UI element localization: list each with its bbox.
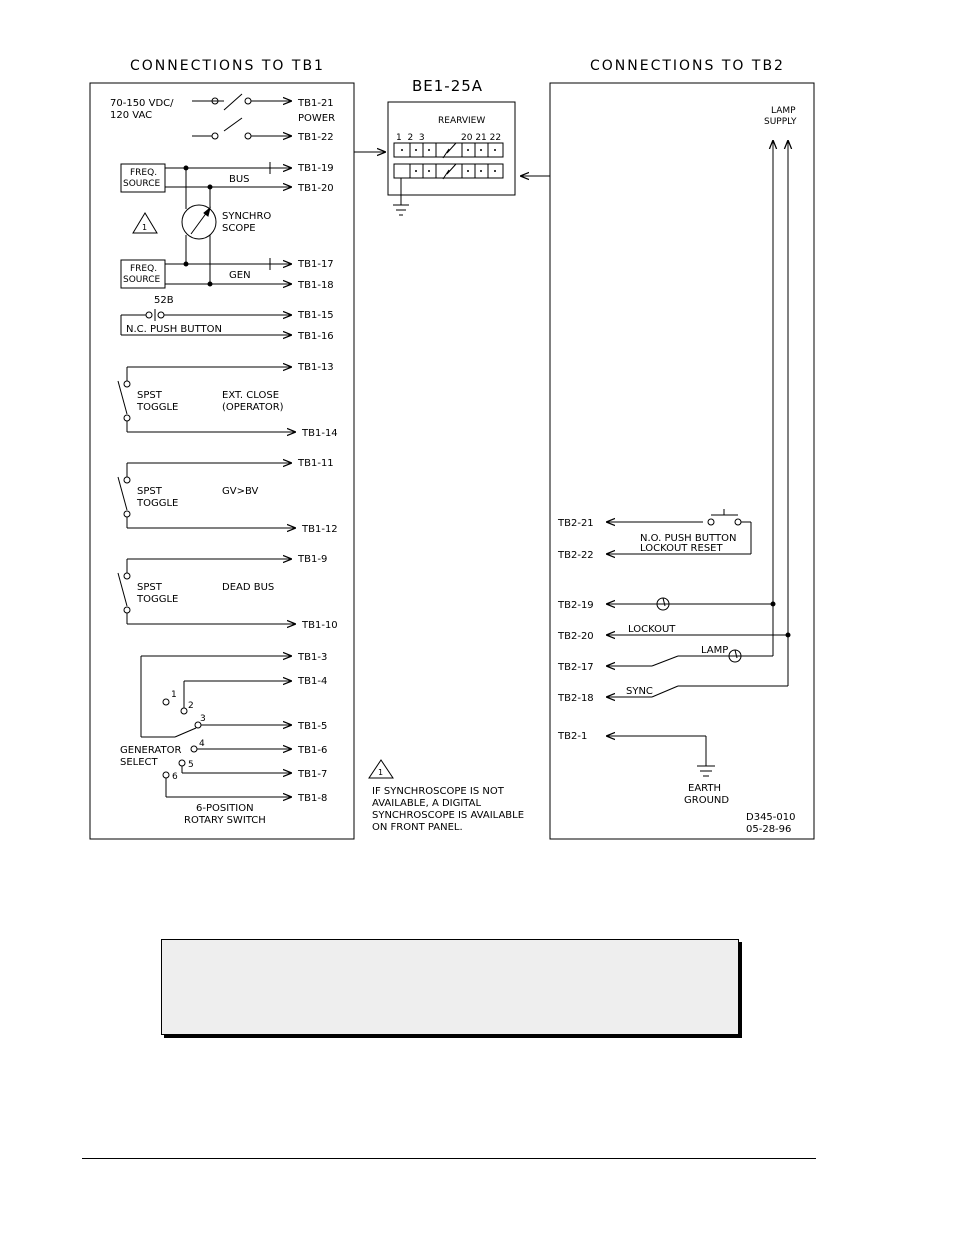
tb1-panel (89, 82, 355, 840)
terminal-tb1-16: TB1-16 (297, 331, 334, 342)
lamp-label: LAMP (701, 645, 728, 656)
terminal-tb2-19: TB2-19 (557, 600, 594, 611)
terminal-tb1-3: TB1-3 (297, 652, 327, 663)
power-label-2: 120 VAC (110, 110, 152, 121)
note-line-4: ON FRONT PANEL. (372, 822, 463, 833)
terminal-tb1-20: TB1-20 (297, 183, 334, 194)
terminal-tb1-22: TB1-22 (297, 132, 334, 143)
terminal-tb1-5: TB1-5 (297, 721, 327, 732)
terminal-tb1-10: TB1-10 (301, 620, 338, 631)
relay-rear-view (387, 101, 516, 196)
spst-3-label: SPST (137, 582, 163, 593)
lamp-supply-label-2: SUPPLY (764, 117, 797, 127)
no-push-button-label-1: N.O. PUSH BUTTON (640, 533, 736, 544)
drawing-number: D345-010 (746, 812, 795, 823)
no-push-button-label-2: LOCKOUT RESET (640, 543, 723, 554)
synchro-label-1: SYNCHRO (222, 211, 271, 222)
rotary-switch-label-1: 6-POSITION (196, 803, 254, 814)
rotary-switch-label-2: ROTARY SWITCH (184, 815, 266, 826)
note-line-3: SYNCHROSCOPE IS AVAILABLE (372, 810, 524, 821)
rotary-pos-6: 6 (172, 772, 178, 782)
terminal-tb1-19: TB1-19 (297, 163, 334, 174)
toggle-3-label: TOGGLE (136, 594, 178, 605)
gvbv-label: GV>BV (222, 486, 259, 497)
pin-numbers-right: 20 21 22 (461, 133, 501, 143)
ext-close-label-2: (OPERATOR) (222, 402, 284, 413)
freq-source-bus-label-2: SOURCE (123, 179, 160, 189)
generator-select-label-2: SELECT (120, 757, 159, 768)
rotary-pos-1: 1 (171, 690, 177, 700)
note-triangle-right (368, 759, 394, 779)
note-line-2: AVAILABLE, A DIGITAL (372, 798, 481, 809)
terminal-tb1-9: TB1-9 (297, 554, 327, 565)
terminal-tb1-14: TB1-14 (301, 428, 338, 439)
power-text: POWER (298, 113, 335, 124)
nc-push-button-label: N.C. PUSH BUTTON (126, 324, 222, 335)
pin-numbers-left: 1 2 3 (396, 133, 425, 143)
freq-source-gen-label-1: FREQ. (130, 264, 157, 274)
lamp-supply-label-1: LAMP (771, 106, 796, 116)
terminal-tb1-4: TB1-4 (297, 676, 327, 687)
relay-pin-dots (401, 149, 496, 172)
dead-bus-label: DEAD BUS (222, 582, 274, 593)
terminal-tb2-18: TB2-18 (557, 693, 594, 704)
note-triangle-left (132, 212, 158, 234)
rearview-label: REARVIEW (438, 116, 485, 126)
terminal-tb1-17: TB1-17 (297, 259, 334, 270)
terminal-tb1-12: TB1-12 (301, 524, 338, 535)
toggle-1-label: TOGGLE (136, 402, 178, 413)
note-mark-right: 1 (378, 768, 383, 777)
gray-note-box (161, 939, 739, 1035)
freq-source-bus-label-1: FREQ. (130, 168, 157, 178)
52b-label: 52B (154, 295, 174, 306)
terminal-tb1-21: TB1-21 (297, 98, 334, 109)
earth-ground-label-2: GROUND (684, 795, 729, 806)
toggle-2-label: TOGGLE (136, 498, 178, 509)
spst-1-label: SPST (137, 390, 163, 401)
tb2-title: CONNECTIONS TO TB2 (590, 58, 785, 74)
terminal-tb1-18: TB1-18 (297, 280, 334, 291)
spst-2-label: SPST (137, 486, 163, 497)
gen-label: GEN (229, 270, 251, 281)
terminal-tb1-11: TB1-11 (297, 458, 334, 469)
terminal-tb1-7: TB1-7 (297, 769, 327, 780)
relay-title: BE1-25A (412, 77, 483, 95)
lockout-label: LOCKOUT (628, 624, 676, 635)
terminal-tb2-17: TB2-17 (557, 662, 594, 673)
generator-select-label-1: GENERATOR (120, 745, 181, 756)
power-label-1: 70-150 VDC/ (110, 98, 174, 109)
note-line-1: IF SYNCHROSCOPE IS NOT (372, 786, 505, 797)
drawing-date: 05-28-96 (746, 824, 791, 835)
earth-ground-label-1: EARTH (688, 783, 721, 794)
freq-source-bus-box (120, 163, 166, 193)
tb2-panel (549, 82, 815, 840)
terminal-tb2-21: TB2-21 (557, 518, 594, 529)
ext-close-label-1: EXT. CLOSE (222, 390, 279, 401)
bus-label: BUS (229, 174, 250, 185)
synchroscope (181, 204, 217, 240)
terminal-tb2-1: TB2-1 (557, 731, 587, 742)
rotary-pos-3: 3 (200, 714, 206, 724)
terminal-tb1-6: TB1-6 (297, 745, 327, 756)
terminal-tb1-13: TB1-13 (297, 362, 334, 373)
synchro-label-2: SCOPE (222, 223, 256, 234)
freq-source-gen-label-2: SOURCE (123, 275, 160, 285)
terminal-tb2-22: TB2-22 (557, 550, 594, 561)
terminal-tb2-20: TB2-20 (557, 631, 594, 642)
terminal-tb1-8: TB1-8 (297, 793, 327, 804)
rotary-pos-5: 5 (188, 760, 194, 770)
note-mark-left: 1 (142, 223, 147, 232)
freq-source-gen-box (120, 259, 166, 289)
rotary-pos-2: 2 (188, 701, 194, 711)
footer-rule (82, 1158, 816, 1159)
terminal-tb1-15: TB1-15 (297, 310, 334, 321)
tb1-title: CONNECTIONS TO TB1 (130, 58, 325, 74)
sync-label: SYNC (626, 686, 653, 697)
rotary-pos-4: 4 (199, 739, 205, 749)
